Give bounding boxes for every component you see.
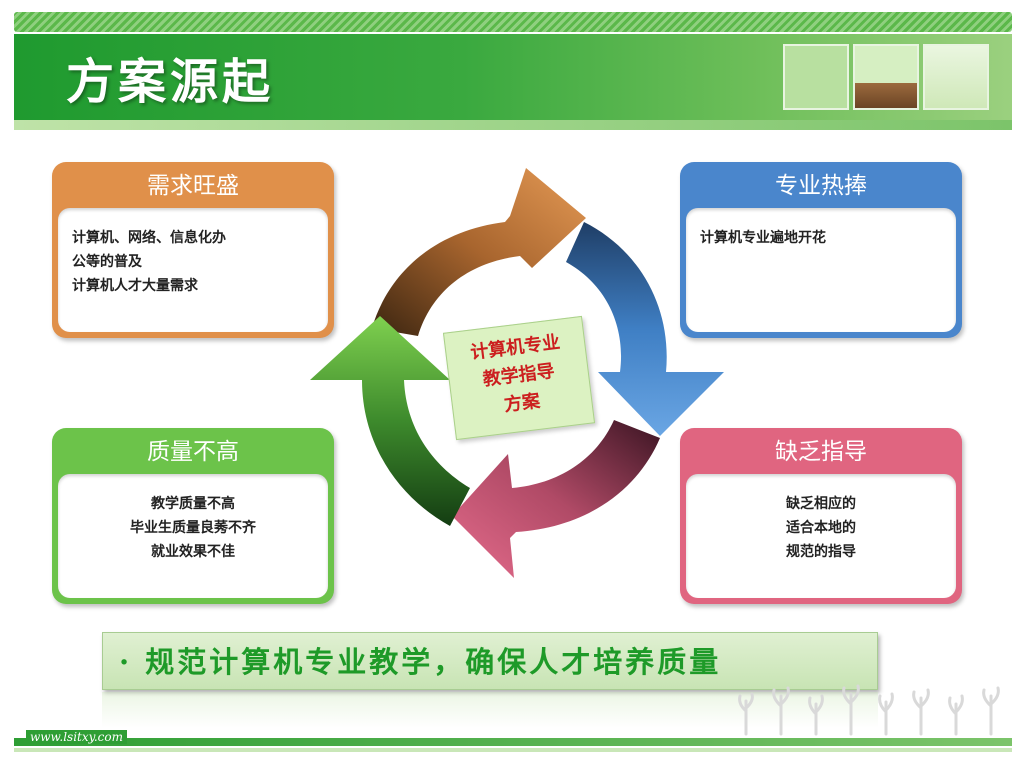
card-guidance-line: 适合本地的 bbox=[786, 520, 856, 536]
sprouts-decoration-icon bbox=[738, 684, 1000, 736]
card-guidance-line: 规范的指导 bbox=[786, 544, 856, 560]
footer-url: www.lsitxy.com bbox=[26, 730, 127, 744]
footer-bar bbox=[14, 738, 1012, 746]
card-quality: 质量不高 教学质量不高 毕业生质量良莠不齐 就业效果不佳 bbox=[52, 428, 334, 604]
header-photo-leaf bbox=[923, 44, 989, 110]
arrow-pink-icon bbox=[452, 420, 660, 578]
arrow-orange-icon bbox=[372, 168, 586, 336]
card-popular-title: 专业热捧 bbox=[775, 173, 867, 199]
card-demand-line: 计算机人才大量需求 bbox=[72, 278, 198, 294]
summary-reflection bbox=[102, 692, 878, 728]
card-demand-title: 需求旺盛 bbox=[147, 173, 239, 199]
cycle-diagram bbox=[310, 168, 724, 578]
card-popular: 专业热捧 计算机专业遍地开花 bbox=[680, 162, 962, 338]
card-demand-body: 计算机、网络、信息化办 公等的普及 计算机人才大量需求 bbox=[58, 208, 328, 332]
card-demand: 需求旺盛 计算机、网络、信息化办 公等的普及 计算机人才大量需求 bbox=[52, 162, 334, 338]
top-stripe bbox=[14, 12, 1012, 32]
center-label: 计算机专业 教学指导 方案 bbox=[442, 315, 596, 441]
card-guidance-line: 缺乏相应的 bbox=[786, 496, 856, 512]
card-popular-line: 计算机专业遍地开花 bbox=[700, 230, 826, 246]
card-quality-body: 教学质量不高 毕业生质量良莠不齐 就业效果不佳 bbox=[58, 474, 328, 598]
arrow-blue-icon bbox=[566, 222, 724, 436]
arrow-green-icon bbox=[310, 316, 470, 526]
card-popular-body: 计算机专业遍地开花 bbox=[686, 208, 956, 332]
card-demand-line: 公等的普及 bbox=[72, 254, 142, 270]
header-photo-green bbox=[783, 44, 849, 110]
card-quality-title: 质量不高 bbox=[147, 439, 239, 465]
card-guidance-title: 缺乏指导 bbox=[775, 439, 867, 465]
card-guidance-body: 缺乏相应的 适合本地的 规范的指导 bbox=[686, 474, 956, 598]
card-quality-line: 就业效果不佳 bbox=[151, 544, 235, 560]
footer-underline bbox=[14, 748, 1012, 752]
card-guidance: 缺乏指导 缺乏相应的 适合本地的 规范的指导 bbox=[680, 428, 962, 604]
card-demand-line: 计算机、网络、信息化办 bbox=[72, 230, 226, 246]
card-quality-line: 毕业生质量良莠不齐 bbox=[130, 520, 256, 536]
banner-underline bbox=[14, 120, 1012, 130]
summary-bar: · 规范计算机专业教学，确保人才培养质量 bbox=[102, 632, 878, 690]
card-quality-line: 教学质量不高 bbox=[151, 496, 235, 512]
page-title: 方案源起 bbox=[66, 54, 275, 110]
header-photo-sprout bbox=[853, 44, 919, 110]
